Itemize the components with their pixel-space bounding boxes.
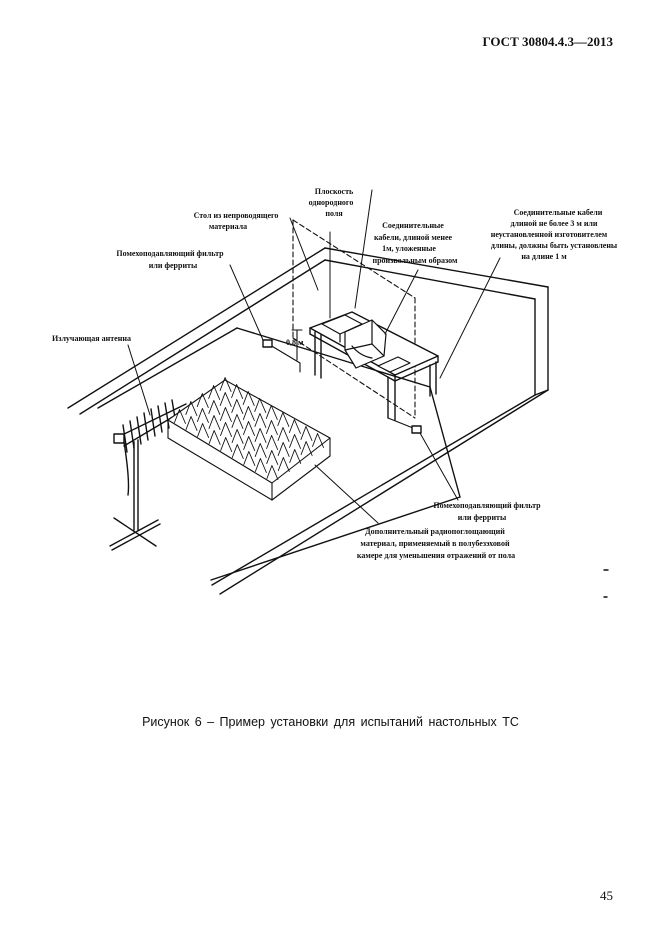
absorber-pyramid [277,442,290,457]
figure-caption: Рисунок 6 – Пример установки для испытан… [142,715,519,729]
absorber-pyramid [266,435,279,450]
absorber-pyramid [231,444,244,459]
room-outline [67,247,549,595]
label-filter-left: Помехоподавляющий фильтр или ферриты [116,249,225,270]
label-antenna: Излучающая антенна [52,334,131,343]
absorber-material [167,379,331,501]
absorber-pyramid [254,428,267,443]
absorber-pyramid [288,419,301,434]
absorber-pyramid [219,377,232,392]
ground-plane [97,327,461,581]
label-filter-right: Помехоподавляющий фильтр или ферриты [433,501,542,522]
ferrite-filter-left [262,339,273,348]
absorber-pyramid [185,401,198,416]
absorber-pyramid [219,392,232,407]
absorber-pyramid [219,407,232,422]
absorber-pyramid [277,427,290,442]
absorber-pyramid [242,391,255,406]
absorber-pyramid [254,443,267,458]
equipment-under-test [321,314,411,373]
absorber-pyramid [185,416,198,431]
uniform-field-plane [292,219,416,419]
absorber-pyramid [300,426,313,441]
absorber-pyramid [231,414,244,429]
absorber-pyramid [208,385,221,400]
absorber-pyramid [231,399,244,414]
absorber-pyramid [220,422,232,437]
absorber-pyramid [208,415,221,430]
absorber-pyramid [196,408,209,423]
leader-lines [127,189,501,524]
label-cables-short: Соединительные кабели, длиной менее 1м, … [373,221,459,265]
absorber-pyramid [220,437,233,452]
absorber-pyramid [197,423,210,438]
absorber-pyramid [277,412,290,427]
absorber-pyramid [243,451,256,466]
label-cables-long: Соединительные кабели длиной не более 3 … [491,208,619,261]
page-number: 45 [600,888,613,903]
label-uniform-plane: Плоскость однородного поля [309,187,356,218]
absorber-pyramid [254,413,267,428]
absorber-pyramid [174,409,186,424]
absorber-pyramid [243,421,255,436]
absorber-pyramid [266,465,279,480]
absorber-pyramid [300,441,313,456]
label-absorber: Дополнительный радиопоглощающий материал… [357,527,515,560]
absorber-pyramid [254,458,267,473]
label-table: Стол из непроводящего материала [194,211,281,231]
label-height: 0,8 м [286,338,304,347]
ferrite-filter-right [411,425,422,434]
absorber-pyramid [243,436,256,451]
absorber-pyramid [196,393,209,408]
absorber-spikes [174,377,324,480]
absorber-pyramid [266,450,279,465]
absorber-pyramid [208,400,221,415]
absorber-pyramid [242,406,255,421]
absorber-pyramid [208,430,221,445]
absorber-pyramid [254,398,267,413]
absorber-pyramid [289,449,302,464]
absorber-pyramid [266,420,278,435]
absorber-pyramid [277,457,290,472]
absorber-pyramid [231,384,244,399]
standard-header: ГОСТ 30804.4.3—2013 [482,34,613,49]
absorber-pyramid [265,405,278,420]
absorber-pyramid [231,429,244,444]
absorber-pyramid [289,434,302,449]
absorber-pyramid [312,433,324,448]
